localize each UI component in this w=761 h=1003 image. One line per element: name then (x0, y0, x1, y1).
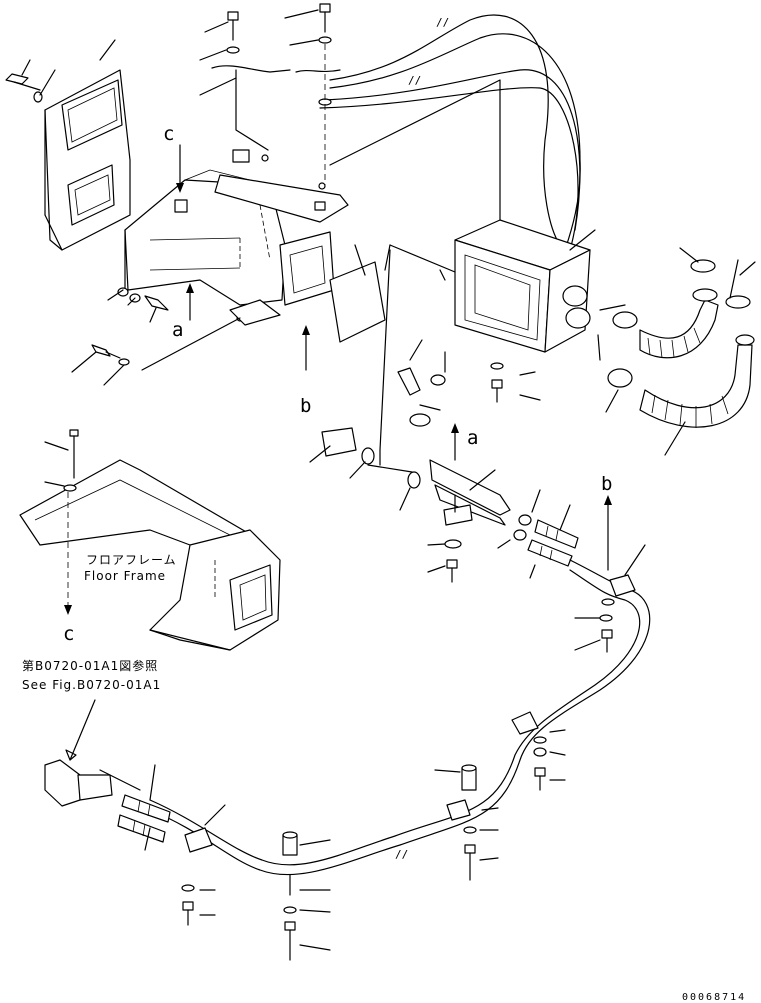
heater-unit (379, 219, 626, 451)
top-bolts (199, 3, 341, 185)
view-label-b-right: b (601, 473, 612, 495)
floor-frame (19, 429, 281, 651)
svg-text://: // (408, 74, 421, 87)
hoses-right (605, 247, 756, 456)
long-hose: // (99, 559, 651, 876)
floor-frame-label-jp: フロアフレーム (86, 553, 177, 567)
drawing-number: 00068714 (682, 992, 746, 1003)
heater-valve (44, 699, 171, 851)
hose-clamps (181, 544, 646, 961)
reference-label-jp: 第B0720-01A1図参照 (22, 658, 158, 673)
view-arrows (176, 144, 612, 571)
view-label-c-top: c (163, 123, 174, 145)
view-label-a-right: a (467, 427, 478, 449)
left-bracket (5, 39, 131, 251)
wire-harness: // // (319, 14, 581, 251)
view-label-c-bottom: c (63, 623, 74, 645)
air-duct (71, 149, 386, 386)
view-label-a-left: a (172, 319, 183, 341)
svg-text://: // (395, 848, 408, 861)
svg-text://: // (436, 16, 449, 29)
pipe-assembly (309, 339, 541, 583)
floor-frame-label-en: Floor Frame (84, 569, 166, 583)
hose-sleeves (527, 504, 579, 579)
view-label-b-left: b (300, 395, 311, 417)
reference-label-en: See Fig.B0720-01A1 (22, 678, 161, 692)
